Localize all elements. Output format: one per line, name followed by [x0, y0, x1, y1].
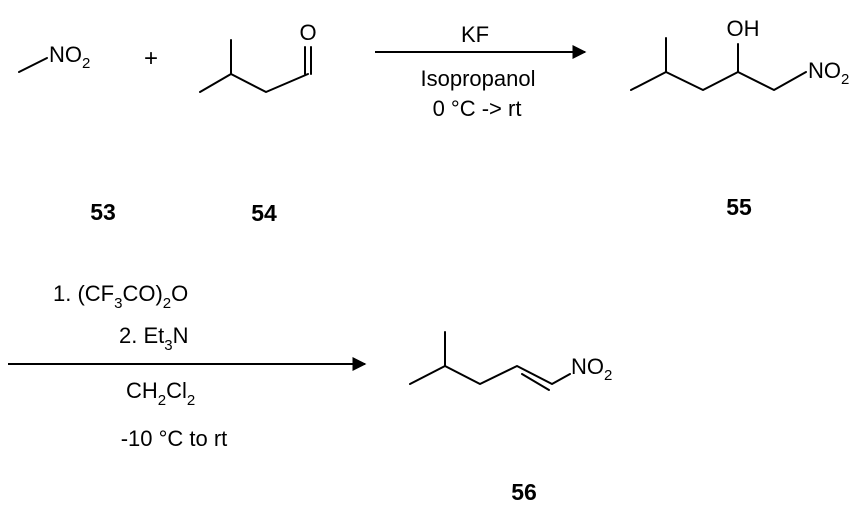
step1-temperature: 0 °C -> rt: [433, 96, 522, 121]
step2-solvent-d: 2: [187, 392, 195, 409]
compound-55-hydroxyl-label: OH: [727, 16, 760, 41]
step1-solvent: Isopropanol: [421, 66, 536, 91]
compound-55-nitro-sub: 2: [841, 71, 849, 88]
compound-53-nitro-sub: 2: [82, 55, 90, 72]
step2-line2-b: 3: [164, 337, 172, 354]
compound-56-nitro-label: NO2: [571, 354, 612, 384]
compound-number-54: 54: [251, 200, 277, 226]
step2-solvent-c: Cl: [166, 378, 187, 403]
compound-number-56: 56: [511, 479, 537, 505]
step2-line1-a: 1. (CF: [53, 281, 114, 306]
compound-55-structure: OH NO2: [630, 16, 849, 91]
compound-53-bond: [18, 57, 48, 73]
step2-line1-d: 2: [163, 295, 171, 312]
step1-reagent: KF: [461, 22, 489, 47]
compound-54-skeleton: [199, 73, 309, 93]
step2-line2-a: 2. Et: [119, 323, 164, 348]
step2-line2-c: N: [173, 323, 189, 348]
step2-line1-c: CO): [122, 281, 162, 306]
step2-solvent: CH2Cl2: [126, 378, 195, 409]
compound-53-nitro-label: NO2: [49, 42, 90, 72]
step2-line1-b: 3: [114, 295, 122, 312]
plus-sign: +: [144, 45, 158, 72]
step2-line1: 1. (CF3CO)2O: [53, 281, 188, 312]
compound-55-nitro-label: NO2: [808, 58, 849, 88]
compound-55-skeleton: [630, 71, 807, 91]
step2-solvent-a: CH: [126, 378, 158, 403]
compound-54-oxygen-label: O: [299, 20, 316, 45]
compound-56-nitro-text: NO: [571, 354, 604, 379]
compound-number-55: 55: [726, 194, 752, 220]
compound-54-structure: O: [199, 20, 317, 93]
compound-53-structure: NO2: [18, 42, 90, 73]
step2-line2: 2. Et3N: [119, 323, 188, 354]
compound-56-double-bond: [521, 373, 550, 391]
compound-56-structure: NO2: [409, 331, 612, 391]
compound-55-nitro-text: NO: [808, 58, 841, 83]
compound-56-skeleton: [409, 365, 571, 385]
compound-number-53: 53: [90, 199, 116, 225]
step2-solvent-b: 2: [158, 392, 166, 409]
step2-line1-e: O: [171, 281, 188, 306]
compound-56-nitro-sub: 2: [604, 367, 612, 384]
step2-temperature: -10 °C to rt: [121, 426, 228, 451]
compound-53-nitro-text: NO: [49, 42, 82, 67]
